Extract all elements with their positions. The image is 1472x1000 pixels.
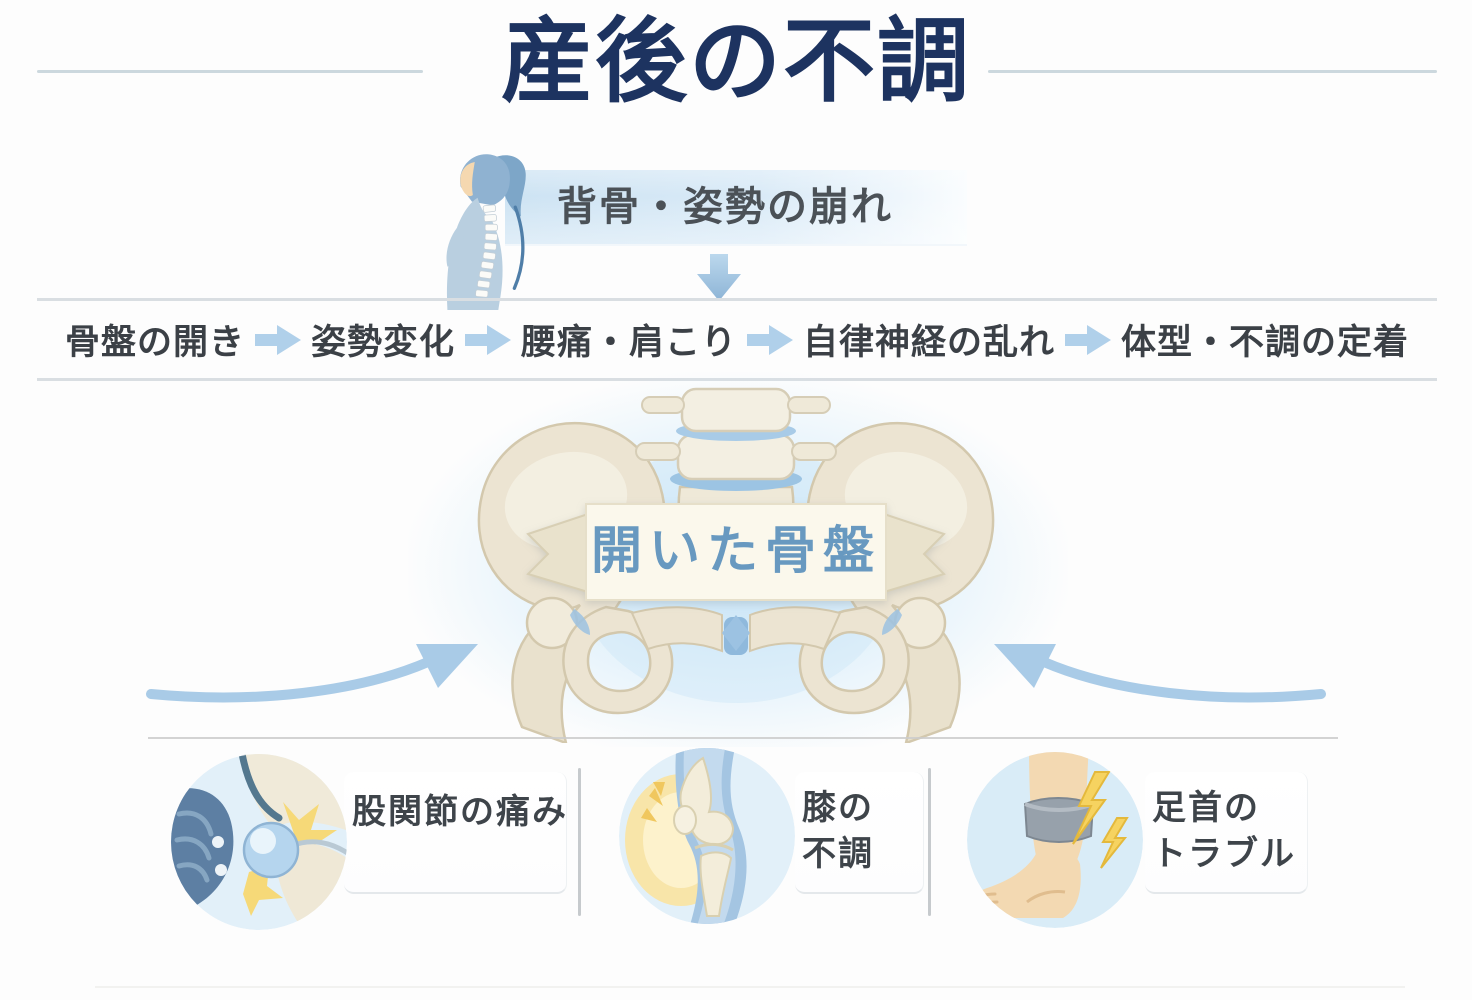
flow-step-posture-change: 姿勢変化 — [310, 323, 455, 362]
bottom-divider — [95, 986, 1405, 988]
flow-chain: 骨盤の開き 姿勢変化 腰痛・肩こり 自律神経の乱れ 体型・不調の定着 — [37, 301, 1437, 378]
hip-joint-illustration — [171, 754, 347, 930]
issue-card-knee — [795, 772, 924, 894]
page-title: 産後の不調 — [500, 11, 971, 113]
down-arrow-icon — [697, 254, 741, 301]
issues-vertical-divider-1 — [578, 768, 581, 916]
right-arrow-icon — [746, 324, 793, 355]
pelvis-ribbon-label: 開いた骨盤 — [590, 522, 881, 579]
issue-card-hip — [344, 772, 567, 894]
flow-step-backpain: 腰痛・肩こり — [520, 323, 737, 362]
spine-posture-banner-label: 背骨・姿勢の崩れ — [557, 185, 893, 229]
issue-card-ankle — [1145, 772, 1308, 894]
ankle-foot-illustration — [967, 752, 1143, 928]
flow-divider-top — [37, 298, 1437, 301]
curved-arrow-left-icon — [146, 644, 478, 703]
knee-joint-illustration — [619, 748, 795, 924]
flow-step-autonomic-nerves: 自律神経の乱れ — [802, 323, 1055, 362]
right-arrow-icon — [1064, 324, 1111, 355]
pelvis-ribbon — [526, 503, 946, 601]
right-arrow-icon — [255, 324, 301, 355]
issues-vertical-divider-2 — [928, 768, 931, 916]
issues-divider-top — [148, 737, 1338, 739]
title-divider-left — [37, 70, 423, 73]
right-arrow-icon — [464, 324, 511, 355]
issue-label-hip: 股関節の痛み — [352, 793, 568, 831]
issue-label-ankle: 足首の トラブル — [1152, 789, 1296, 873]
title-divider-right — [988, 70, 1437, 73]
curved-arrow-right-icon — [994, 644, 1326, 703]
flow-step-fixation: 体型・不調の定着 — [1120, 323, 1409, 362]
flow-step-pelvis-opening: 骨盤の開き — [65, 323, 246, 362]
spine-posture-banner: 背骨・姿勢の崩れ — [505, 170, 967, 246]
woman-posture-illustration — [446, 154, 526, 310]
issue-label-knee: 膝の 不調 — [802, 789, 874, 873]
